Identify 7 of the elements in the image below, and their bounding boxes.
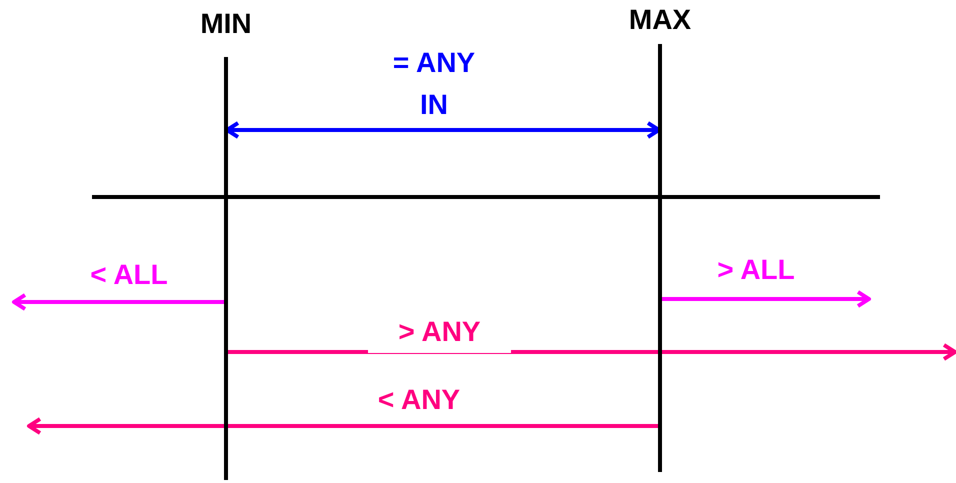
arrow [27,417,658,435]
boundary-label: MIN [199,8,253,40]
arrow [662,290,871,308]
boundary-label: MAX [628,4,692,36]
arrow [225,121,661,139]
arrow [12,293,224,311]
arrow [228,343,956,361]
